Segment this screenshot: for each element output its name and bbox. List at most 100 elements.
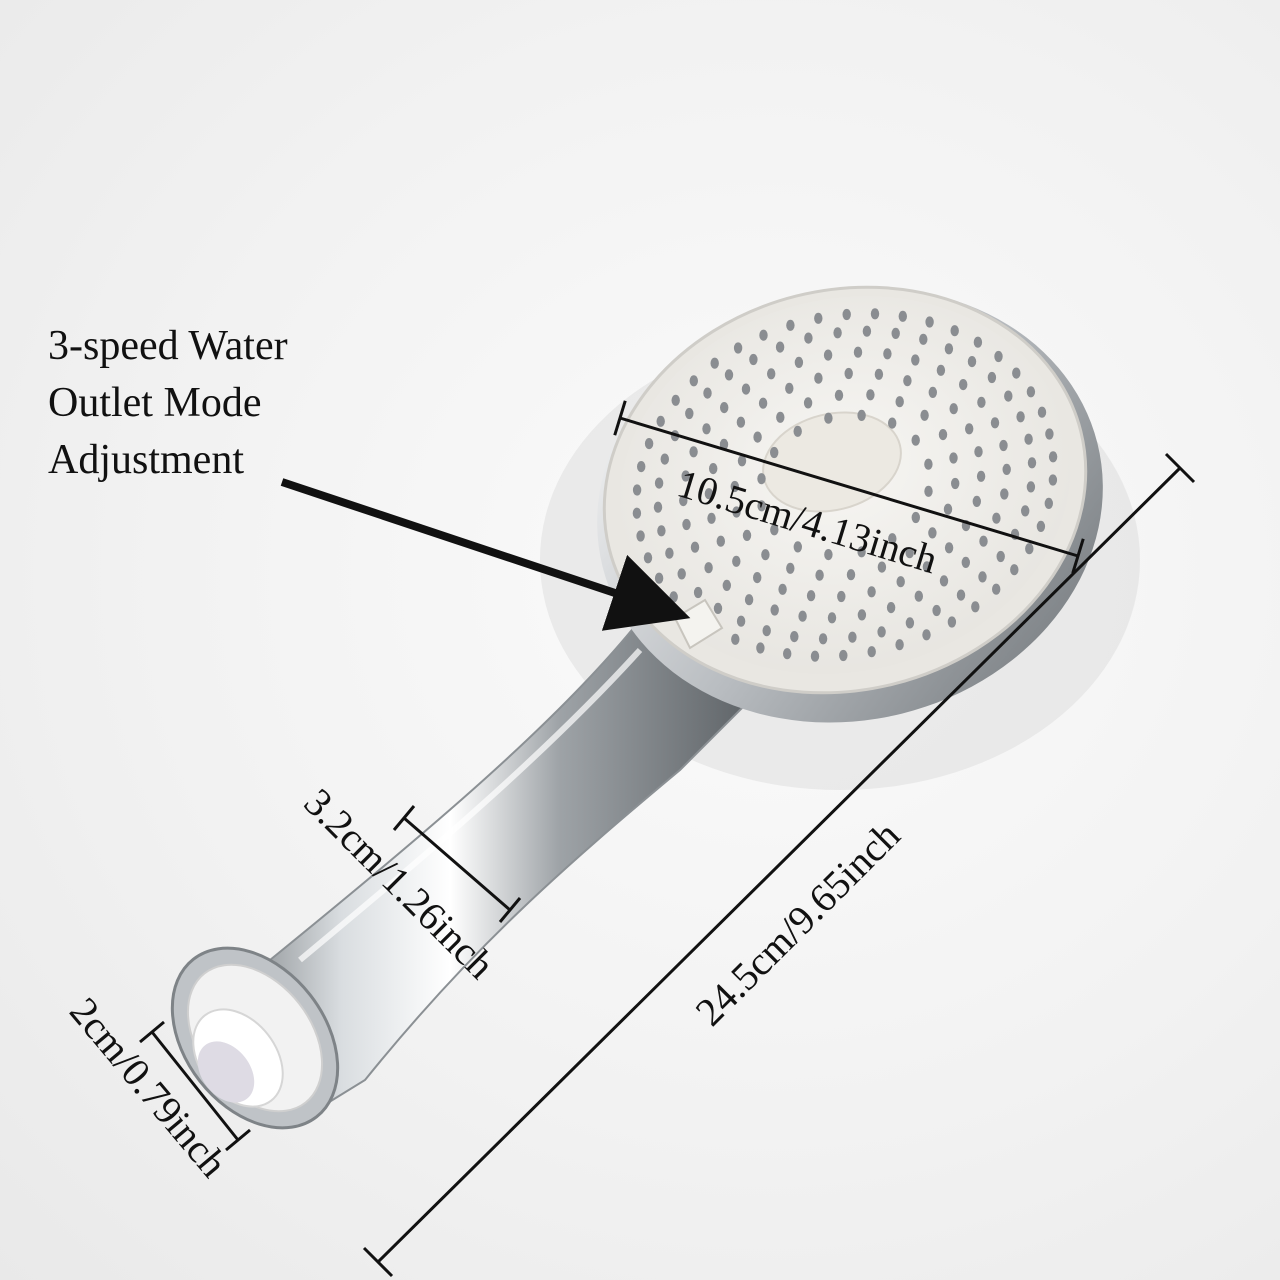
nozzle-dot (1036, 520, 1046, 533)
nozzle-dot (925, 316, 934, 328)
nozzle-dot (932, 604, 941, 617)
nozzle-dot (669, 591, 678, 603)
nozzle-dot (1026, 386, 1036, 398)
nozzle-dot (1025, 543, 1034, 555)
nozzle-dot (654, 477, 664, 489)
nozzle-dot (1020, 505, 1030, 517)
nozzle-dot (732, 555, 741, 567)
nozzle-dot (911, 434, 920, 446)
callout-text: 3-speed Water Outlet Mode Adjustment (48, 318, 368, 489)
nozzle-dot (637, 461, 646, 473)
nozzle-dot (834, 389, 844, 401)
nozzle-dot (703, 387, 712, 399)
nozzle-dot (818, 633, 828, 645)
nozzle-dot (757, 500, 766, 512)
nozzle-dot (713, 602, 723, 615)
nozzle-dot (895, 639, 904, 651)
nozzle-dot (742, 529, 752, 542)
nozzle-dot (992, 583, 1001, 595)
nozzle-dot (814, 312, 823, 324)
nozzle-dot (702, 423, 711, 435)
nozzle-dot (722, 579, 731, 592)
nozzle-dot (951, 477, 960, 490)
nozzle-dot (936, 364, 946, 376)
nozzle-dot (978, 571, 987, 583)
nozzle-dot (803, 397, 813, 409)
nozzle-dot (1048, 474, 1058, 486)
nozzle-dot (853, 346, 863, 358)
nozzle-dot (846, 569, 856, 581)
nozzle-dot (657, 525, 666, 537)
connector (170, 946, 340, 1130)
nozzle-dot (943, 503, 953, 515)
nozzle-dot (778, 583, 787, 595)
nozzle-dot (685, 407, 694, 420)
nozzle-dot (761, 549, 770, 561)
spray-nozzles (632, 308, 1058, 662)
nozzle-dot (1024, 433, 1033, 445)
nozzle-dot (877, 626, 886, 638)
nozzle-dot (905, 547, 914, 559)
nozzle-dot (710, 357, 719, 369)
nozzle-dot (839, 649, 848, 662)
nozzle-dot (776, 411, 785, 423)
nozzle-dot (833, 327, 842, 339)
nozzle-dot (886, 602, 896, 614)
nozzle-dot (790, 631, 799, 643)
nozzle-dot (990, 417, 1000, 429)
nozzle-dot (758, 397, 768, 409)
nozzle-dot (679, 495, 688, 507)
nozzle-dot (903, 375, 912, 387)
nozzle-dot (720, 402, 729, 414)
nozzle-dot (1004, 390, 1013, 402)
nozzle-dot (967, 356, 977, 368)
nozzle-dot (1016, 411, 1025, 423)
nozzle-dot (786, 562, 795, 574)
nozzle-dot (922, 629, 931, 641)
nozzle-dot (992, 512, 1001, 524)
nozzle-dot (987, 371, 997, 384)
nozzle-dot (770, 524, 779, 536)
nozzle-dot (848, 631, 857, 643)
nozzle-dot (654, 572, 664, 584)
nozzle-dot (730, 480, 739, 493)
nozzle-dot (762, 625, 771, 637)
nozzle-dot (804, 332, 813, 344)
nozzle-dot (862, 325, 872, 337)
nozzle-dot (632, 507, 642, 519)
nozzle-dot (731, 633, 740, 645)
nozzle-dot (785, 382, 794, 394)
nozzle-dot (939, 575, 949, 587)
nozzle-dot (837, 590, 846, 603)
nozzle-dot (979, 535, 988, 547)
nozzle-dot (770, 604, 779, 616)
nozzle-dot (823, 349, 833, 361)
nozzle-dot (857, 409, 866, 421)
nozzle-dot (671, 394, 680, 406)
nozzle-dot (1044, 497, 1054, 509)
nozzle-dot (724, 369, 734, 381)
nozzle-dot (783, 648, 792, 660)
nozzle-dot (824, 549, 833, 561)
nozzle-dot (693, 586, 703, 599)
nozzle-dot (976, 470, 986, 482)
nozzle-dot (857, 609, 867, 621)
nozzle-dot (690, 541, 700, 553)
nozzle-dot (1037, 406, 1047, 418)
nozzle-dot (824, 412, 833, 424)
nozzle-dot (704, 488, 714, 500)
nozzle-dot (1012, 367, 1021, 379)
nozzle-dot (643, 552, 653, 564)
nozzle-dot (689, 446, 698, 458)
nozzle-dot (636, 530, 645, 542)
nozzle-dot (806, 590, 816, 602)
nozzle-dot (793, 541, 802, 553)
nozzle-dot (888, 417, 897, 429)
nozzle-dot (1027, 457, 1037, 469)
nozzle-dot (704, 562, 713, 574)
nozzle-dot (944, 542, 954, 554)
nozzle-dot (883, 348, 892, 360)
nozzle-dot (877, 561, 887, 573)
nozzle-dot (961, 556, 970, 569)
nozzle-dot (959, 379, 968, 391)
